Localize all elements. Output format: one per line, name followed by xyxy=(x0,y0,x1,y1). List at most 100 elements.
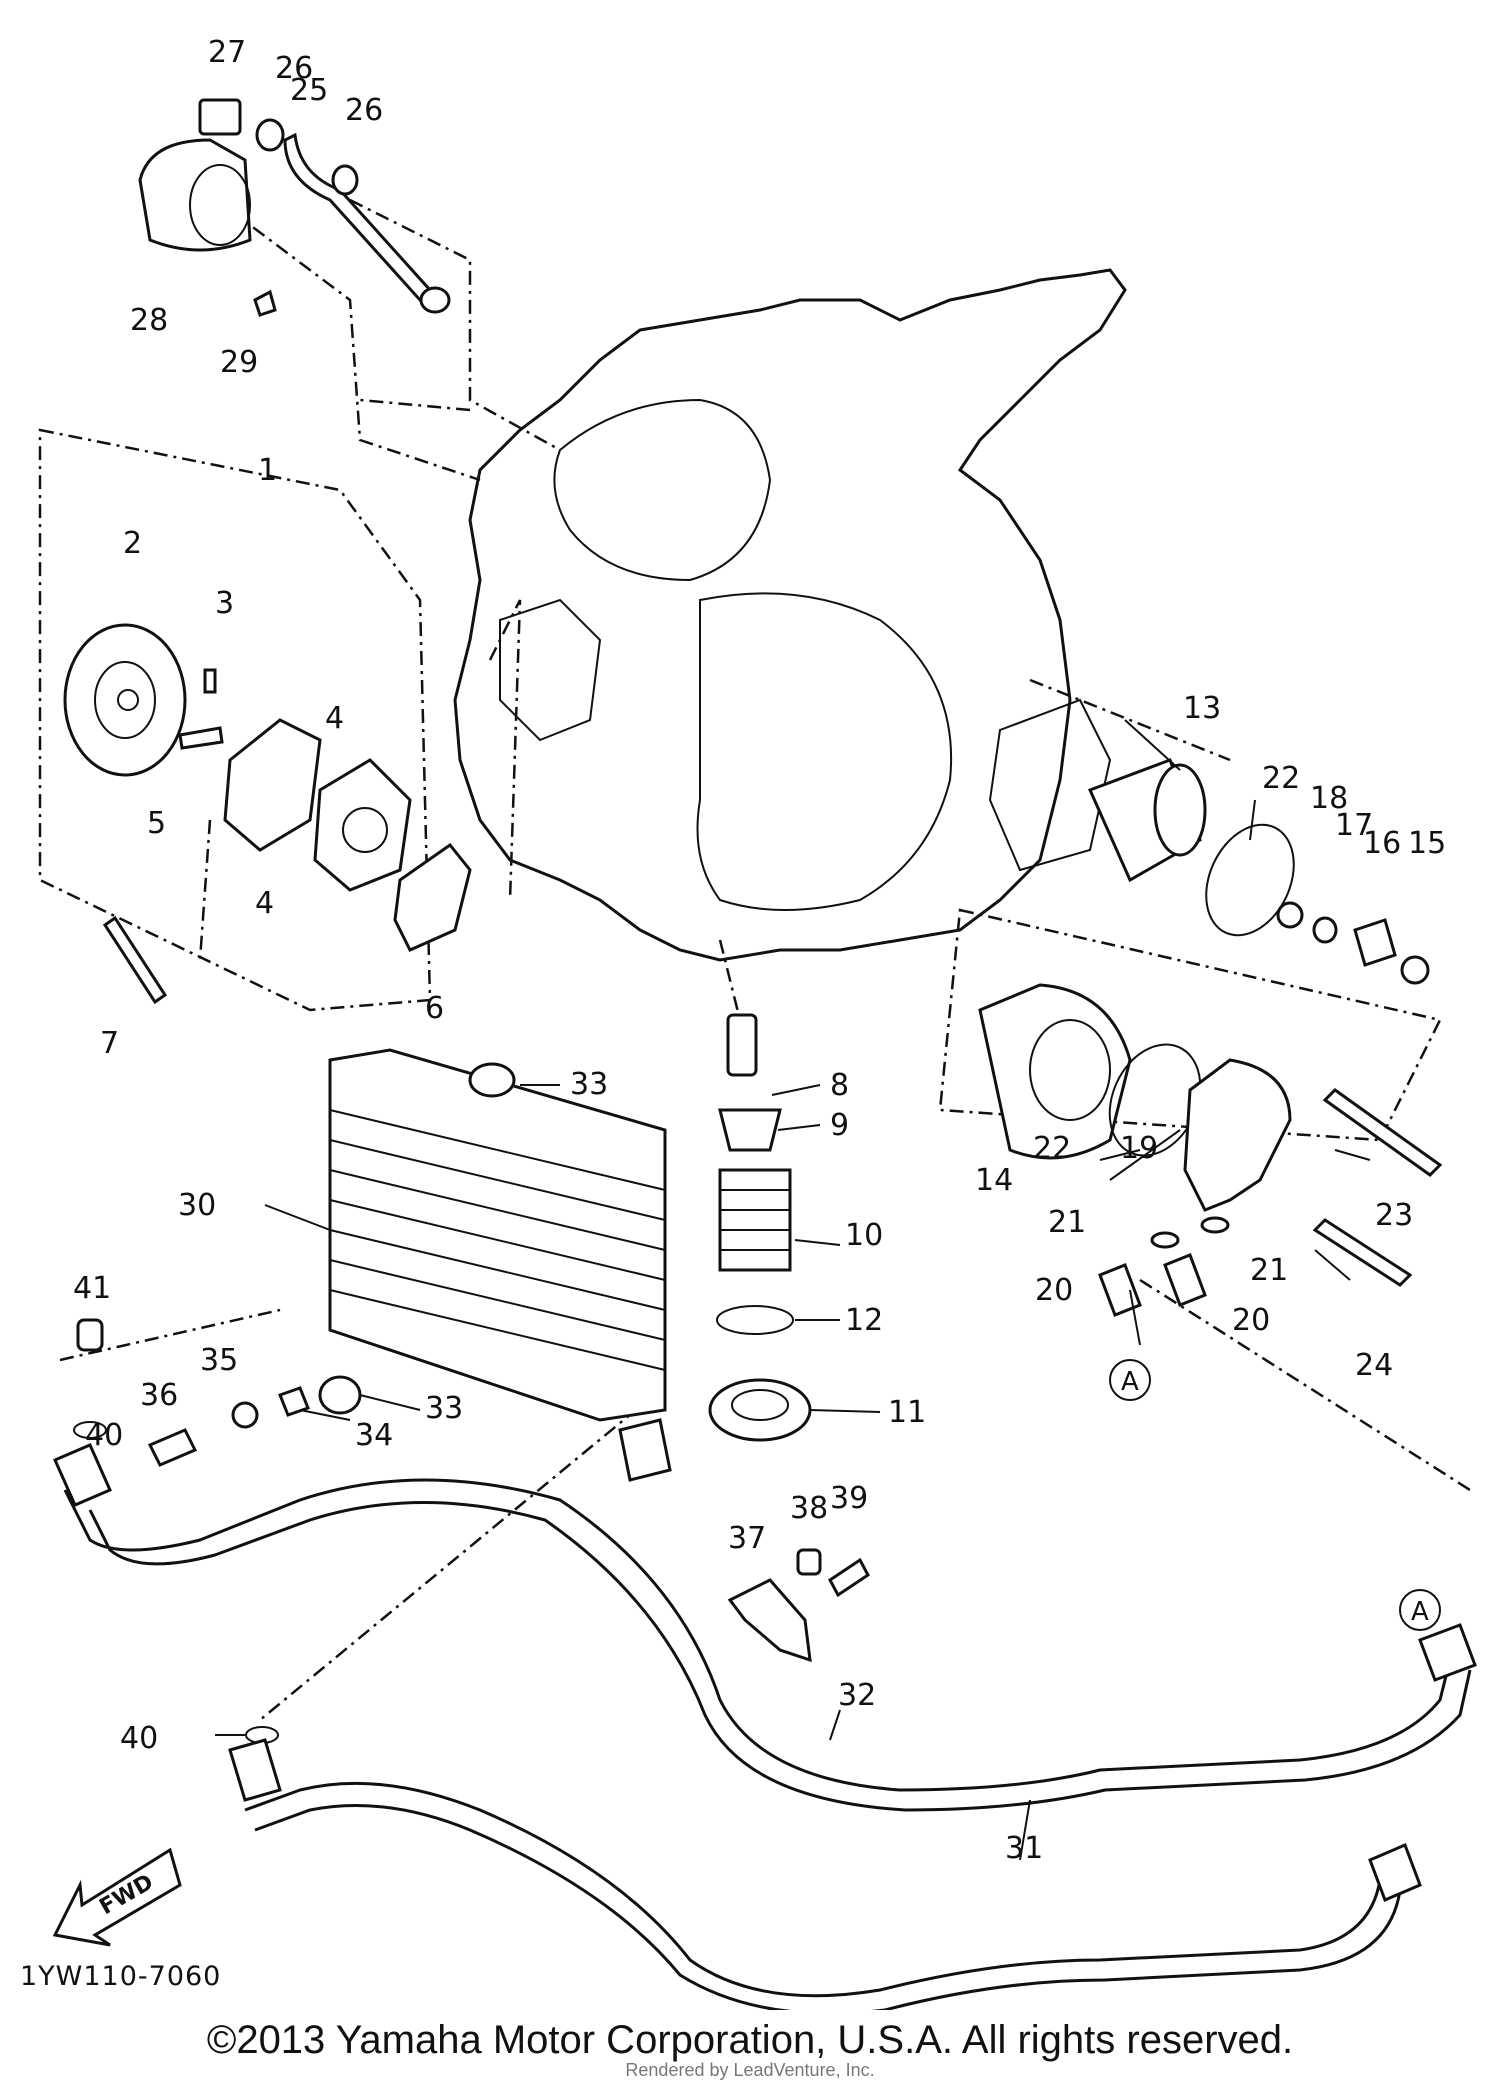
plug-9 xyxy=(718,1108,782,1152)
hose-31 xyxy=(244,1781,1382,1998)
copper-washer xyxy=(255,118,285,152)
callout-20-b: 20 xyxy=(1232,1303,1270,1338)
pump-gasket xyxy=(393,842,472,952)
callout-17: 17 xyxy=(1335,808,1373,843)
relief-spring xyxy=(1353,918,1397,967)
pump-drive-gear xyxy=(63,623,187,777)
callout-35: 35 xyxy=(200,1343,238,1378)
pump-rotor-housing xyxy=(313,758,412,892)
rendered-by-notice: Rendered by LeadVenture, Inc. xyxy=(625,2060,875,2080)
o-ring-40a xyxy=(73,1421,107,1439)
callout-36: 36 xyxy=(140,1378,178,1413)
oil-filter-parts xyxy=(978,698,1443,1317)
callout-4-b: 4 xyxy=(255,886,274,921)
pump-pin xyxy=(203,668,217,694)
callout-34: 34 xyxy=(355,1418,393,1453)
hose-end-left-bottom xyxy=(228,1738,282,1802)
copper-washer-2 xyxy=(331,164,359,196)
callout-13: 13 xyxy=(1183,691,1221,726)
o-ring-large xyxy=(1205,823,1295,937)
callout-14: 14 xyxy=(975,1163,1013,1198)
washer-21a xyxy=(1150,1231,1180,1249)
callout-33: 33 xyxy=(570,1067,608,1102)
callout-21: 21 xyxy=(1048,1205,1086,1240)
callout-4: 4 xyxy=(325,701,344,736)
callout-27: 27 xyxy=(208,35,246,70)
collar-34 xyxy=(278,1386,310,1417)
callout-19: 19 xyxy=(1120,1131,1158,1166)
callout-40-b: 40 xyxy=(120,1721,158,1756)
callout-23: 23 xyxy=(1375,1198,1413,1233)
bolt-23 xyxy=(1322,1088,1443,1177)
diagram-code: 1YW110-7060 xyxy=(20,1961,221,1992)
callout-16: 16 xyxy=(1363,826,1401,861)
pipe-8 xyxy=(726,1013,758,1077)
callout-25: 25 xyxy=(290,73,328,108)
breather-pipe xyxy=(283,132,433,303)
reference-marker-a2: A xyxy=(1399,1589,1441,1631)
oil-cooler-hoses xyxy=(53,1443,1477,2010)
callout-11: 11 xyxy=(888,1395,926,1430)
hose-end-right-bottom xyxy=(1368,1843,1422,1902)
hose-end-right-top xyxy=(1418,1623,1477,1682)
union-20b xyxy=(1163,1253,1207,1307)
crankcase-outline xyxy=(453,268,1127,962)
o-ring-12 xyxy=(716,1305,794,1335)
callout-26-b: 26 xyxy=(345,93,383,128)
cooler-outlet-housing xyxy=(1183,1058,1292,1212)
cap-15 xyxy=(1400,955,1430,985)
oil-cooler-core xyxy=(328,1048,667,1422)
bolt-36 xyxy=(147,1428,198,1467)
callout-32: 32 xyxy=(838,1678,876,1713)
callout-21-b: 21 xyxy=(1250,1253,1288,1288)
leader-lines xyxy=(38,198,1471,1721)
callout-5: 5 xyxy=(147,806,166,841)
fwd-arrow: FWD xyxy=(52,1847,182,1947)
hose-end-left-top xyxy=(53,1443,112,1507)
filter-gasket xyxy=(988,698,1112,872)
copyright-notice: ©2013 Yamaha Motor Corporation, U.S.A. A… xyxy=(206,2018,1294,2062)
reference-letter: A xyxy=(1411,1597,1429,1627)
callout-numbers: 27 26 25 26 28 29 1 2 3 4 5 4 6 7 13 22 … xyxy=(73,35,1446,1866)
washer-17 xyxy=(1312,916,1338,944)
reference-marker-a1: A xyxy=(1109,1359,1151,1401)
grommet-33b xyxy=(318,1375,362,1415)
union-bolt xyxy=(198,98,242,136)
pump-screw xyxy=(178,726,224,750)
callout-39: 39 xyxy=(830,1481,868,1516)
callout-18: 18 xyxy=(1310,781,1348,816)
oil-cooler xyxy=(73,1048,672,1744)
collar-38 xyxy=(796,1548,822,1576)
callout-38: 38 xyxy=(790,1491,828,1526)
cooler-fitting-bottom xyxy=(618,1418,672,1482)
callout-12: 12 xyxy=(845,1303,883,1338)
woodruff-key xyxy=(253,289,277,317)
oil-pump-assembly xyxy=(63,623,472,1005)
callout-31: 31 xyxy=(1005,1831,1043,1866)
callout-30: 30 xyxy=(178,1188,216,1223)
callout-20: 20 xyxy=(1035,1273,1073,1308)
breather-parts xyxy=(138,98,451,317)
hose-32 xyxy=(63,1478,1452,1792)
exploded-parts-diagram: A A FWD 1YW110-7060 27 26 25 26 28 29 1 … xyxy=(20,35,1477,2010)
bolt-39 xyxy=(828,1557,870,1598)
breather-cover xyxy=(138,138,252,252)
callout-8: 8 xyxy=(830,1068,849,1103)
callout-3: 3 xyxy=(215,586,234,621)
clamp-37 xyxy=(727,1578,812,1663)
cap-41 xyxy=(76,1318,104,1352)
pump-bolt xyxy=(102,915,168,1005)
callout-7: 7 xyxy=(100,1026,119,1061)
relief-valve-stack xyxy=(708,1013,812,1442)
reference-letter: A xyxy=(1121,1367,1139,1397)
callout-24: 24 xyxy=(1355,1348,1393,1383)
callout-33-b: 33 xyxy=(425,1391,463,1426)
pump-body xyxy=(223,718,322,852)
callout-26: 26 xyxy=(275,51,313,86)
callout-22: 22 xyxy=(1262,761,1300,796)
callout-40: 40 xyxy=(85,1418,123,1453)
union-20a xyxy=(1098,1263,1142,1317)
callout-9: 9 xyxy=(830,1108,849,1143)
callout-28: 28 xyxy=(130,303,168,338)
callout-10: 10 xyxy=(845,1218,883,1253)
